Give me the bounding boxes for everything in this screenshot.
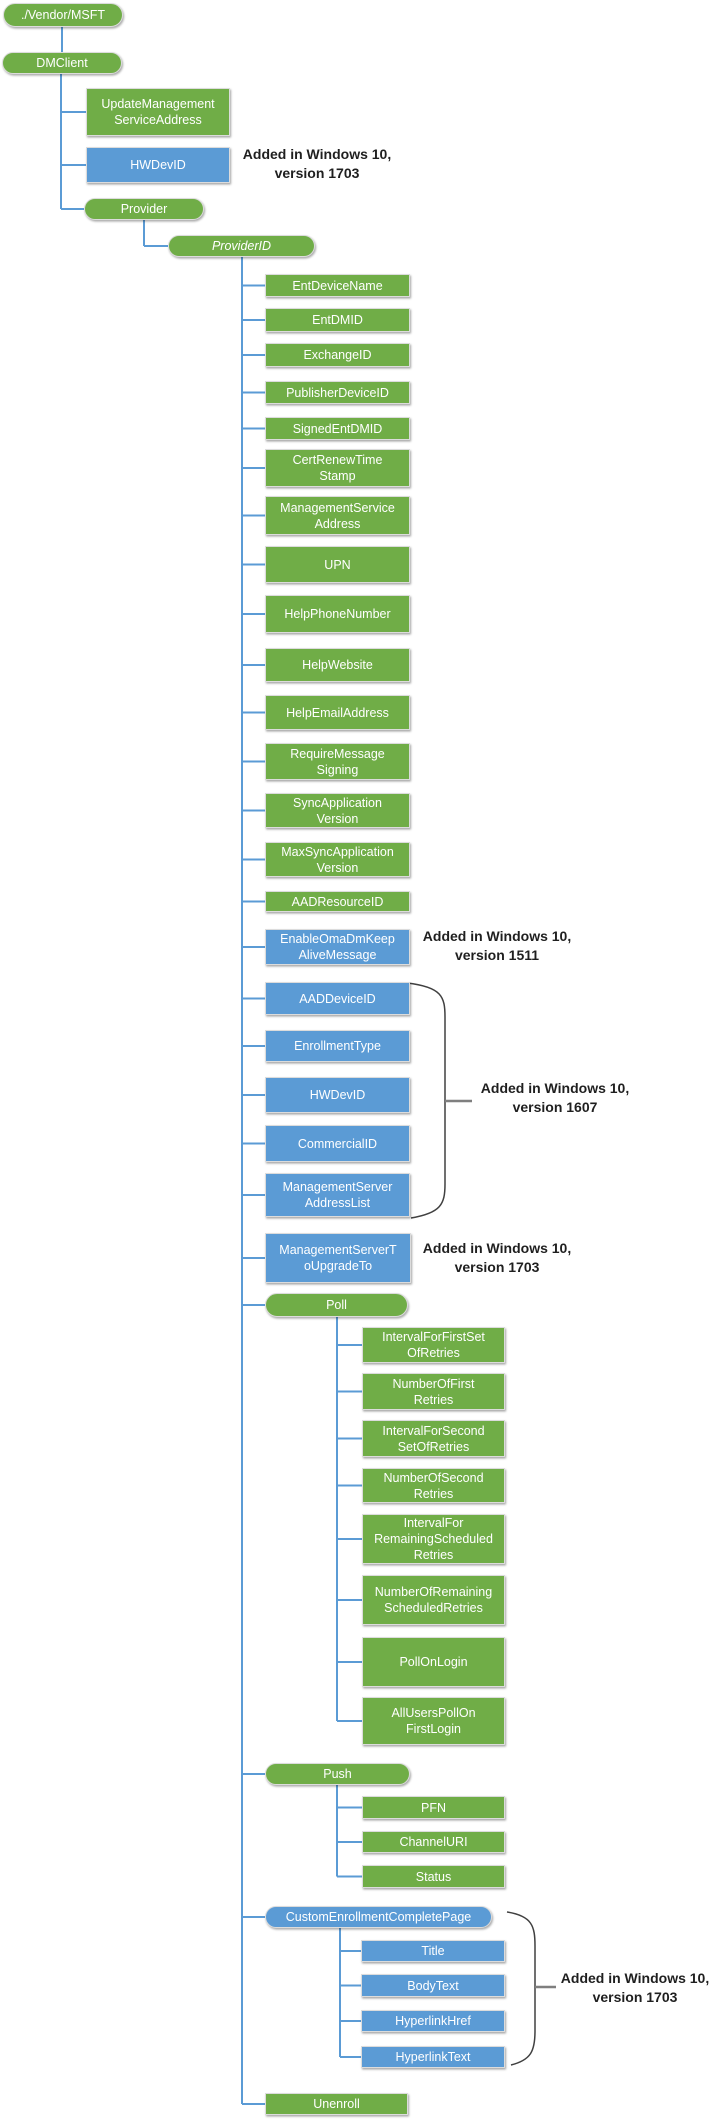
tree-node-entdevicename: EntDeviceName xyxy=(265,274,410,297)
tree-node-managementserviceaddress: ManagementService Address xyxy=(265,496,410,535)
tree-node-bodytext: BodyText xyxy=(361,1974,505,1997)
tree-node-maxsyncapplicationversion: MaxSyncApplication Version xyxy=(265,842,410,877)
tree-node-pollonlogin: PollOnLogin xyxy=(362,1637,505,1687)
tree-node-numberofremainingscheduledretries: NumberOfRemaining ScheduledRetries xyxy=(362,1575,505,1625)
tree-node-push: Push xyxy=(265,1763,410,1785)
tree-node-intervalforremainingscheduledretries: IntervalFor RemainingScheduled Retries xyxy=(362,1514,505,1564)
tree-node-requiremessagesigning: RequireMessage Signing xyxy=(265,743,410,780)
tree-connector-lines xyxy=(60,27,362,2105)
tree-node-channeluri: ChannelURI xyxy=(362,1831,505,1853)
tree-node-customenrollmentcompletepage: CustomEnrollmentCompletePage xyxy=(265,1906,492,1928)
tree-node-aaddeviceid: AADDeviceID xyxy=(265,982,410,1015)
tree-node-status: Status xyxy=(362,1865,505,1888)
tree-node-entdmid: EntDMID xyxy=(265,308,410,332)
tree-node-hwdevid-provider: HWDevID xyxy=(265,1077,410,1113)
tree-node-exchangeid: ExchangeID xyxy=(265,343,410,367)
tree-node-unenroll: Unenroll xyxy=(265,2093,408,2115)
tree-node-helpphonenumber: HelpPhoneNumber xyxy=(265,595,410,633)
tree-node-signedentdmid: SignedEntDMID xyxy=(265,417,410,440)
tree-node-aadresourceid: AADResourceID xyxy=(265,891,410,912)
brace-version-1703 xyxy=(506,1911,536,2066)
tree-node-dmclient: DMClient xyxy=(2,52,122,74)
brace-version-1607 xyxy=(406,982,446,1219)
tree-node-enrollmenttype: EnrollmentType xyxy=(265,1030,410,1062)
tree-node-managementserveraddresslist: ManagementServer AddressList xyxy=(265,1173,410,1217)
tree-node-update-management-service-address: UpdateManagement ServiceAddress xyxy=(86,88,230,136)
tree-node-providerid: ProviderID xyxy=(168,235,315,257)
tree-node-numberoffirstretries: NumberOfFirst Retries xyxy=(362,1373,505,1410)
tree-node-enableomadmkeepalivemessage: EnableOmaDmKeep AliveMessage xyxy=(265,929,410,965)
tree-node-upn: UPN xyxy=(265,546,410,583)
tree-node-provider: Provider xyxy=(84,198,204,220)
annotation-upgradeto-1703: Added in Windows 10, version 1703 xyxy=(422,1240,572,1275)
annotation-hwdevid-1703: Added in Windows 10, version 1703 xyxy=(242,146,392,181)
tree-node-helpemailaddress: HelpEmailAddress xyxy=(265,695,410,730)
tree-node-certrenewtimestamp: CertRenewTime Stamp xyxy=(265,449,410,487)
tree-node-hyperlinkhref: HyperlinkHref xyxy=(361,2010,505,2032)
tree-node-syncapplicationversion: SyncApplication Version xyxy=(265,793,410,828)
annotation-keepalive-1511: Added in Windows 10, version 1511 xyxy=(422,928,572,963)
tree-node-numberofsecondretries: NumberOfSecond Retries xyxy=(362,1468,505,1503)
tree-node-intervalforsecondsetofretries: IntervalForSecond SetOfRetries xyxy=(362,1420,505,1457)
tree-node-managementservertoupgradeto: ManagementServerT oUpgradeTo xyxy=(265,1233,411,1283)
annotation-custompage-1703: Added in Windows 10, version 1703 xyxy=(560,1970,710,2005)
tree-node-helpwebsite: HelpWebsite xyxy=(265,648,410,682)
tree-node-pfn: PFN xyxy=(362,1796,505,1819)
tree-node-commercialid: CommercialID xyxy=(265,1125,410,1162)
tree-node-publisherdeviceid: PublisherDeviceID xyxy=(265,381,410,404)
annotation-group-1607: Added in Windows 10, version 1607 xyxy=(480,1080,630,1115)
tree-node-title: Title xyxy=(361,1940,505,1962)
tree-node-hwdevid: HWDevID xyxy=(86,147,230,183)
tree-node-poll: Poll xyxy=(265,1293,408,1317)
tree-node-hyperlinktext: HyperlinkText xyxy=(361,2046,505,2068)
tree-node-alluserspollonfirstlogin: AllUsersPollOn FirstLogin xyxy=(362,1697,505,1745)
tree-node-vendor-msft: ./Vendor/MSFT xyxy=(3,3,123,27)
tree-node-intervalforfirstsetofretries: IntervalForFirstSet OfRetries xyxy=(362,1327,505,1363)
